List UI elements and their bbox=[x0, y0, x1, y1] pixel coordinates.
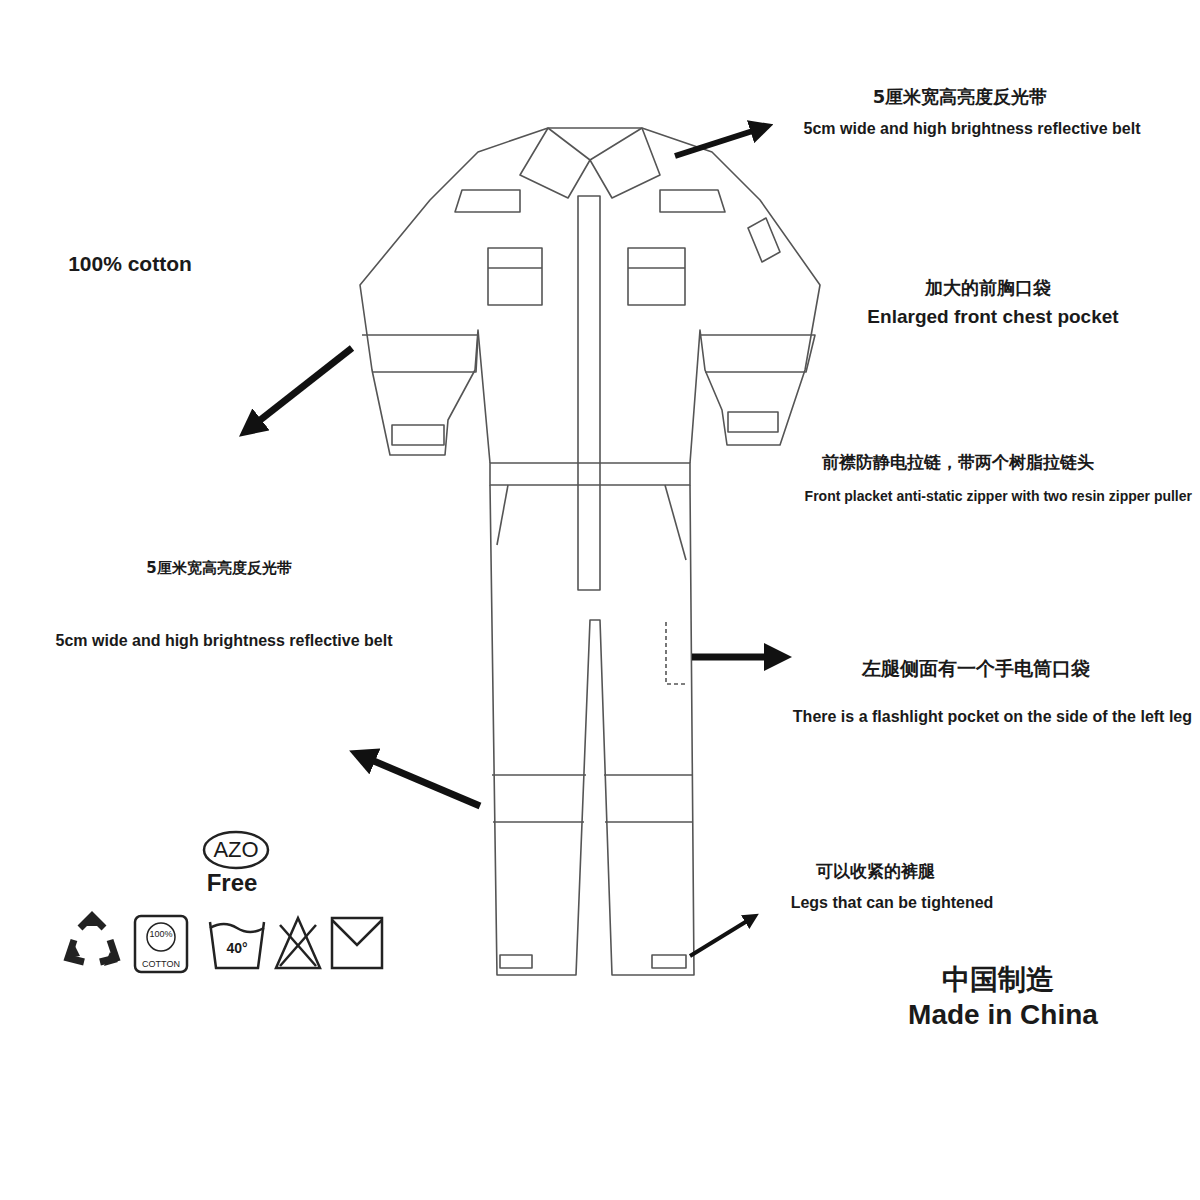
callout-arrow bbox=[690, 918, 752, 956]
callout-arrow bbox=[675, 128, 762, 156]
wash-temperature: 40° bbox=[226, 940, 247, 956]
hip-pocket-slit bbox=[665, 485, 686, 560]
material-label: 100% cotton bbox=[68, 252, 192, 276]
left-sleeve-body bbox=[360, 128, 548, 463]
callout-label: There is a flashlight pocket on the side… bbox=[793, 708, 1192, 726]
sleeve-reflective-band bbox=[700, 335, 815, 372]
zipper-placket bbox=[578, 196, 600, 590]
leg-tab bbox=[500, 955, 532, 968]
collar bbox=[520, 128, 660, 198]
chest-pocket bbox=[488, 248, 542, 305]
callout-label: Front placket anti-static zipper with tw… bbox=[805, 488, 1192, 504]
callout-arrow bbox=[362, 756, 480, 806]
callout-arrow bbox=[692, 654, 778, 661]
chest-pocket bbox=[628, 248, 685, 305]
epaulette bbox=[455, 190, 520, 212]
coverall-outline bbox=[360, 128, 820, 975]
drying-square bbox=[332, 918, 382, 968]
no-bleach-triangle bbox=[276, 918, 320, 968]
flashlight-pocket bbox=[666, 622, 688, 684]
azo-text: AZO bbox=[213, 837, 258, 862]
callout-label: 5厘米宽高亮度反光带 bbox=[146, 560, 291, 577]
waist-belt bbox=[490, 463, 690, 485]
callout-label: 加大的前胸口袋 bbox=[925, 278, 1051, 299]
hip-pocket-slit bbox=[497, 485, 508, 545]
callout-label: 5厘米宽高亮度反光带 bbox=[873, 87, 1048, 108]
arm-badge bbox=[748, 218, 780, 262]
trouser-legs bbox=[490, 485, 694, 975]
azo-free-text: Free bbox=[207, 869, 258, 897]
callout-label: Legs that can be tightened bbox=[791, 894, 994, 912]
collar-line bbox=[548, 128, 642, 160]
cotton-icon-text: 100% bbox=[149, 929, 172, 939]
callout-label: 5cm wide and high brightness reflective … bbox=[56, 632, 393, 650]
callout-arrow bbox=[250, 348, 352, 428]
cotton-icon bbox=[135, 916, 187, 972]
azo-oval bbox=[204, 832, 268, 868]
cuff-tab bbox=[392, 425, 444, 445]
callout-label: 可以收紧的裤腿 bbox=[816, 862, 935, 882]
right-sleeve-body bbox=[642, 128, 820, 463]
wash-tub bbox=[210, 922, 264, 968]
leg-tab bbox=[652, 955, 686, 968]
care-symbols bbox=[66, 832, 382, 972]
callout-arrows bbox=[250, 128, 778, 956]
callout-label: 前襟防静电拉链，带两个树脂拉链头 bbox=[822, 453, 1094, 473]
origin-label: 中国制造 bbox=[942, 964, 1054, 996]
callout-label: Enlarged front chest pocket bbox=[867, 306, 1118, 328]
cotton-icon-text: COTTON bbox=[142, 959, 180, 969]
callout-label: 左腿侧面有一个手电筒口袋 bbox=[862, 658, 1090, 680]
sleeve-reflective-band bbox=[362, 335, 478, 372]
epaulette bbox=[660, 190, 725, 212]
cuff-tab bbox=[728, 412, 778, 432]
origin-label: Made in China bbox=[908, 999, 1098, 1031]
callout-label: 5cm wide and high brightness reflective … bbox=[804, 120, 1141, 138]
